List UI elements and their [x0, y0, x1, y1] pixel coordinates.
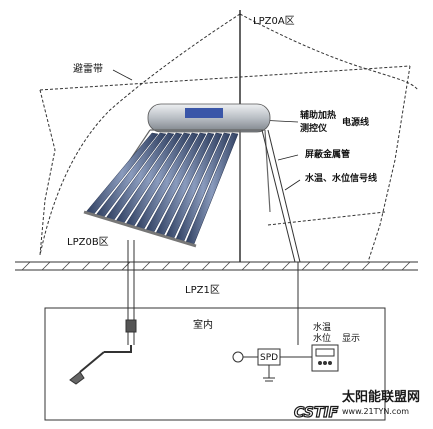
display-button — [318, 361, 322, 365]
display-button — [328, 361, 332, 365]
bottom-rail — [83, 210, 197, 248]
zone-left-curve — [39, 13, 241, 256]
spd-label: SPD — [260, 353, 278, 363]
vacuum-tubes — [85, 132, 239, 245]
aux-heating-label-2: 测控仪 — [300, 122, 328, 134]
site-logo: CSTIF 太阳能联盟网 www.21TYN.com — [293, 389, 420, 422]
logo-cn-text: 太阳能联盟网 — [341, 389, 420, 405]
water-pipe — [69, 240, 137, 385]
roof-hatch — [21, 261, 411, 271]
logo-url: www.21TYN.com — [342, 407, 409, 416]
display-screen — [315, 348, 335, 357]
faucet-pipe — [104, 345, 132, 353]
shield-pipe-label: 屏蔽金属管 — [305, 148, 350, 160]
shield-pipe — [261, 129, 301, 345]
signal-line-label: 水温、水位信号线 — [305, 172, 377, 184]
shield-pipe-inner — [267, 129, 301, 263]
lpz1-label: LPZ1区 — [185, 284, 220, 296]
lightning-band-top — [39, 65, 411, 91]
power-circuit — [232, 348, 312, 382]
shield-pipe-leader — [277, 154, 299, 161]
solar-water-heater — [83, 103, 271, 248]
display-button — [323, 361, 327, 365]
tank-brand-plate — [185, 108, 223, 118]
aux-heating-label-1: 辅助加热 — [300, 109, 336, 121]
lightning-band-leader — [112, 69, 133, 81]
shower-hose — [79, 351, 105, 373]
lpz0b-label: LPZ0B区 — [67, 236, 109, 248]
lpz0a-label: LPZ0A区 — [253, 15, 295, 27]
shower-head — [69, 371, 85, 385]
zone-left-edge — [39, 89, 56, 256]
display-label-3: 显示 — [342, 333, 360, 344]
power-line-label: 电源线 — [342, 116, 369, 128]
shield-pipe-outer — [261, 129, 296, 263]
zone-right-edge — [367, 65, 411, 263]
signal-line-leader — [284, 179, 301, 191]
logo-brand: CSTIF — [294, 405, 339, 421]
display-label-2: 水位 — [313, 332, 331, 344]
protection-zone-lines — [39, 13, 419, 263]
indoor-label: 室内 — [193, 318, 213, 331]
lightning-band-label: 避雷带 — [73, 62, 103, 75]
indoor-room — [44, 307, 386, 421]
temp-level-display — [311, 344, 339, 372]
display-label-1: 水温 — [313, 321, 331, 333]
power-socket — [232, 351, 244, 363]
roof-slab — [15, 261, 418, 271]
zone-right-curve — [239, 13, 419, 91]
pipe-valve — [125, 319, 137, 333]
